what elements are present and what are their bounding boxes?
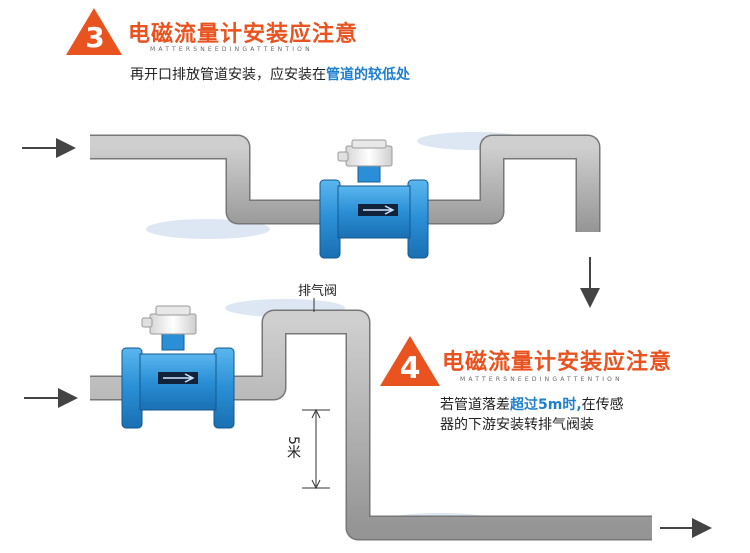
bottom-flow-meter: [121, 305, 235, 429]
section3-title: 电磁流量计安装应注意: [128, 22, 359, 47]
section4-title: 电磁流量计安装应注意: [442, 350, 673, 375]
section3-subtitle: MATTERSNEEDINGATTENTION: [150, 46, 313, 53]
distance-label: 5米: [285, 436, 301, 459]
badge-3-number: 3: [85, 21, 105, 54]
badge-4-number: 4: [399, 351, 421, 386]
section4-desc-highlight: 超过5m时,: [510, 397, 582, 413]
section4-subtitle: MATTERSNEEDINGATTENTION: [460, 376, 623, 383]
section4-desc-plain1: 若管道落差: [440, 397, 510, 413]
exhaust-valve-label: 排气阀: [298, 284, 338, 299]
section3-desc-plain: 再开口排放管道安装，应安装在: [130, 67, 326, 83]
distance-dimension: [302, 408, 330, 490]
section4-description-line1: 若管道落差超过5m时,在传感: [440, 394, 624, 414]
badge-4-triangle: [380, 336, 440, 386]
badge-3-triangle: [66, 8, 122, 55]
section3-desc-highlight: 管道的较低处: [326, 67, 410, 83]
section4-description-line2: 器的下游安装转排气阀装: [440, 417, 594, 433]
section4-desc-plain2: 在传感: [581, 397, 624, 413]
section3-description: 再开口排放管道安装，应安装在管道的较低处: [130, 64, 410, 84]
top-flow-meter: [319, 139, 429, 259]
